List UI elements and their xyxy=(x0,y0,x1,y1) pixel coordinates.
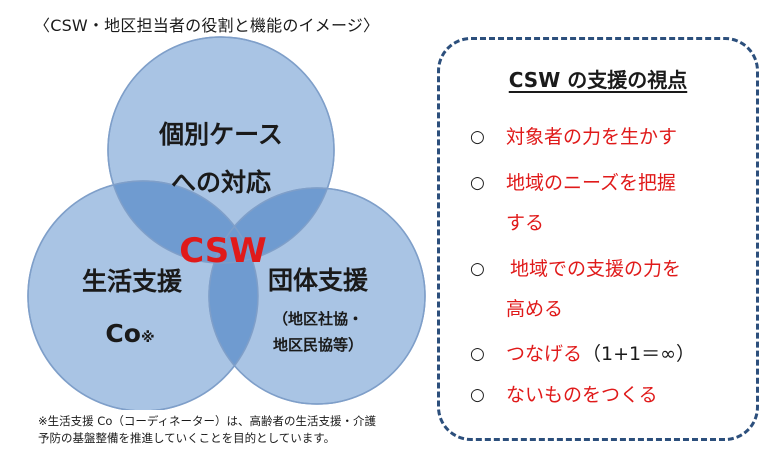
center-label-csw: CSW xyxy=(179,231,267,271)
viewpoint-item-text: 地域のニーズを把握 xyxy=(506,172,677,194)
footnote: ※生活支援 Co（コーディネーター）は、高齢者の生活支援・介護 予防の基盤整備を… xyxy=(38,413,376,447)
diagram-caption: 〈CSW・地区担当者の役割と機能のイメージ〉 xyxy=(34,16,380,35)
viewpoint-item-text: つなげる（1+1＝∞） xyxy=(506,343,695,365)
footnote-line1: ※生活支援 Co（コーディネーター）は、高齢者の生活支援・介護 xyxy=(38,414,377,428)
circle-bullet-icon: ○ xyxy=(470,173,485,193)
left-circle-line2: Co※ xyxy=(105,319,154,348)
right-circle-line2: （地区社協・ xyxy=(273,310,363,328)
circle-bullet-icon: ○ xyxy=(470,344,485,364)
viewpoint-title: CSW の支援の視点 xyxy=(508,68,688,92)
right-circle-line3: 地区民協等） xyxy=(273,336,363,354)
viewpoint-item-continuation: する xyxy=(506,212,545,234)
circle-bullet-icon: ○ xyxy=(470,259,485,279)
venn-diagram: 個別ケース への対応 生活支援 Co※ 団体支援 （地区社協・ 地区民協等） C… xyxy=(27,36,426,410)
footnote-line2: 予防の基盤整備を推進していくことを目的としています。 xyxy=(38,431,336,445)
circle-bullet-icon: ○ xyxy=(470,385,485,405)
top-circle-line1: 個別ケース xyxy=(158,120,283,149)
circle-bullet-icon: ○ xyxy=(470,127,485,147)
viewpoint-box: CSW の支援の視点 ○ 対象者の力を生かす ○ 地域のニーズを把握 する ○ … xyxy=(437,37,759,441)
overlap-top-left xyxy=(108,181,258,263)
viewpoint-item-text: ないものをつくる xyxy=(506,384,658,406)
right-circle-line1: 団体支援 xyxy=(268,266,369,295)
left-circle-line1: 生活支援 xyxy=(82,267,183,296)
top-circle-line2: への対応 xyxy=(171,168,271,197)
viewpoint-item-text: 対象者の力を生かす xyxy=(506,126,678,148)
viewpoint-item-continuation: 高める xyxy=(506,298,564,320)
viewpoint-item-text: 地域での支援の力を xyxy=(510,258,682,280)
overlap-top-right xyxy=(209,188,334,263)
